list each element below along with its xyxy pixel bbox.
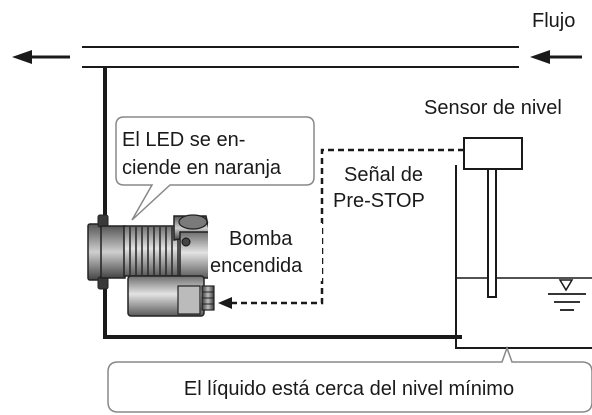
pump-illustration <box>87 214 215 317</box>
prestop-signal-line <box>218 148 464 309</box>
led-callout-line1: El LED se en- <box>122 129 245 151</box>
level-sensor <box>463 137 523 298</box>
pump-status-line2: encendida <box>210 255 303 277</box>
dashed-arrow-left-icon <box>218 297 232 309</box>
level-sensor-label: Sensor de nivel <box>424 97 562 119</box>
prestop-label-line2: Pre-STOP <box>333 190 425 212</box>
flow-label: Flujo <box>532 10 575 32</box>
prestop-label-line1: Señal de <box>344 164 423 186</box>
flow-pipe <box>82 46 519 68</box>
suction-line <box>103 282 462 339</box>
bottom-callout-text: El líquido está cerca del nivel mínimo <box>184 378 514 400</box>
bottom-callout <box>107 345 592 413</box>
led-indicator-icon <box>181 237 191 247</box>
pump-label-bg <box>208 223 322 281</box>
water-level-icon <box>548 279 586 311</box>
tank <box>455 165 592 349</box>
led-callout-line2: ciende en naranja <box>122 157 282 179</box>
flow-in-arrow-icon <box>530 50 582 64</box>
led-callout <box>115 116 315 221</box>
flow-out-arrow-icon <box>12 50 70 64</box>
prestop-label-bg <box>328 158 448 212</box>
pump-status-line1: Bomba <box>229 228 293 250</box>
